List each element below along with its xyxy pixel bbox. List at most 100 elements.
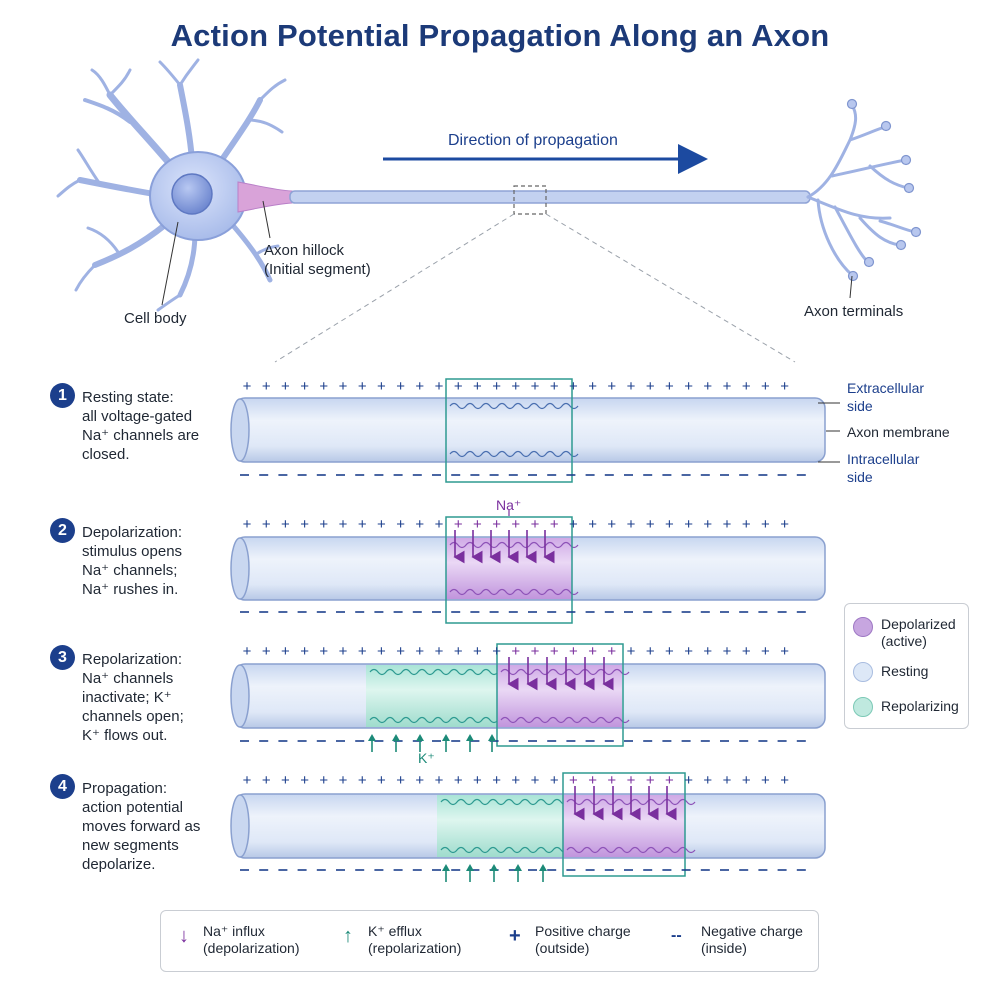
k-efflux-arrow bbox=[442, 734, 450, 752]
positive-charge-sublabel: (outside) bbox=[535, 940, 590, 956]
membrane-wave bbox=[566, 846, 696, 854]
key-legend: ↓ Na⁺ influx (depolarization) ↑ K⁺ efflu… bbox=[160, 910, 819, 972]
zoom-box bbox=[513, 185, 547, 215]
k-efflux-arrow bbox=[416, 734, 424, 752]
terminal-boutons bbox=[846, 98, 922, 282]
positive-charge: + bbox=[569, 772, 578, 789]
positive-charge: + bbox=[531, 772, 540, 789]
na-influx-sublabel: (depolarization) bbox=[203, 940, 300, 956]
positive-charge: + bbox=[742, 516, 751, 533]
step-line: new segments bbox=[82, 837, 179, 854]
positive-charge: + bbox=[319, 772, 328, 789]
positive-charge: + bbox=[243, 516, 252, 533]
positive-charge: + bbox=[243, 772, 252, 789]
step-line: inactivate; K⁺ bbox=[82, 689, 172, 706]
positive-charge: + bbox=[723, 643, 732, 660]
positive-charge: + bbox=[492, 378, 501, 395]
negative-charge-icon: -- bbox=[671, 927, 682, 944]
axon-membrane-label: Axon membrane bbox=[847, 424, 950, 440]
positive-charge: + bbox=[569, 378, 578, 395]
positive-charge: + bbox=[243, 378, 252, 395]
membrane-wave bbox=[449, 402, 579, 410]
terminals-pointer bbox=[849, 275, 853, 299]
step-line: K⁺ flows out. bbox=[82, 727, 168, 744]
hillock-pointer bbox=[262, 200, 271, 239]
step-line: Na⁺ rushes in. bbox=[82, 581, 179, 598]
intracellular-label: Intracellular bbox=[847, 451, 920, 467]
positive-charge: + bbox=[454, 378, 463, 395]
axon-segment-row-3: +++++++++++++++++++++++++++++ bbox=[230, 643, 826, 752]
negative-charge-label: Negative charge bbox=[701, 923, 803, 939]
positive-charge: + bbox=[262, 772, 271, 789]
axon-tube-end bbox=[230, 398, 250, 462]
positive-charge: + bbox=[761, 643, 770, 660]
positive-charge: + bbox=[281, 516, 290, 533]
positive-charge: + bbox=[780, 516, 789, 533]
positive-charge: + bbox=[377, 643, 386, 660]
k-efflux-arrow bbox=[442, 864, 450, 882]
positive-charge: + bbox=[588, 643, 597, 660]
na-ion-label: Na⁺ bbox=[496, 497, 522, 513]
positive-charge: + bbox=[665, 378, 674, 395]
step-line: action potential bbox=[82, 799, 183, 816]
positive-charge: + bbox=[435, 772, 444, 789]
positive-charge: + bbox=[473, 378, 482, 395]
positive-charge: + bbox=[396, 378, 405, 395]
positive-charge: + bbox=[550, 643, 559, 660]
k-efflux-label: K⁺ efflux bbox=[368, 923, 422, 939]
axon bbox=[289, 190, 811, 204]
positive-charge: + bbox=[454, 643, 463, 660]
positive-charge: + bbox=[588, 772, 597, 789]
positive-charge: + bbox=[703, 643, 712, 660]
positive-charge: + bbox=[358, 643, 367, 660]
positive-charge: + bbox=[511, 772, 520, 789]
repolarizing-zone bbox=[366, 665, 497, 727]
positive-charge: + bbox=[377, 516, 386, 533]
na-influx-icon: ↓ bbox=[179, 925, 189, 947]
step-line: closed. bbox=[82, 446, 130, 463]
diagram-title: Action Potential Propagation Along an Ax… bbox=[170, 18, 830, 53]
positive-charge: + bbox=[300, 772, 309, 789]
positive-charge: + bbox=[665, 643, 674, 660]
depolarized-sublabel: (active) bbox=[881, 633, 927, 649]
step-line: Repolarization: bbox=[82, 651, 183, 668]
step-line: Na⁺ channels; bbox=[82, 562, 178, 579]
positive-charge: + bbox=[607, 516, 616, 533]
highlight-box bbox=[496, 643, 624, 747]
positive-charge: + bbox=[761, 772, 770, 789]
positive-charge: + bbox=[531, 378, 540, 395]
membrane-wave bbox=[369, 668, 499, 676]
positive-charge: + bbox=[607, 643, 616, 660]
positive-charge: + bbox=[473, 643, 482, 660]
positive-charge: + bbox=[358, 772, 367, 789]
positive-charge: + bbox=[588, 378, 597, 395]
step-number: 3 bbox=[50, 645, 75, 670]
positive-charge: + bbox=[492, 516, 501, 533]
k-efflux-arrow bbox=[539, 864, 547, 882]
positive-charge: + bbox=[723, 378, 732, 395]
k-efflux-arrow bbox=[488, 734, 496, 752]
membrane-wave bbox=[500, 716, 630, 724]
hillock-sublabel: (Initial segment) bbox=[264, 261, 371, 278]
positive-charge: + bbox=[780, 643, 789, 660]
positive-charge: + bbox=[723, 516, 732, 533]
positive-charge: + bbox=[281, 772, 290, 789]
membrane-wave bbox=[440, 846, 570, 854]
positive-charge: + bbox=[396, 772, 405, 789]
membrane-pointers bbox=[818, 402, 840, 463]
step-line: channels open; bbox=[82, 708, 184, 725]
positive-charge: + bbox=[319, 516, 328, 533]
positive-charge: + bbox=[627, 772, 636, 789]
positive-charge: + bbox=[780, 772, 789, 789]
positive-charge: + bbox=[319, 378, 328, 395]
positive-charge: + bbox=[742, 643, 751, 660]
depolarized-swatch bbox=[853, 617, 873, 637]
step-line: all voltage-gated bbox=[82, 408, 193, 425]
positive-charge: + bbox=[300, 643, 309, 660]
axon-segments: + + + + + + + + + + + + + + + + + + + + + + + + + + + + + + + + + + + + + + + +… bbox=[230, 378, 826, 882]
positive-charge: + bbox=[742, 378, 751, 395]
step-number: 2 bbox=[50, 518, 75, 543]
positive-charge: + bbox=[684, 378, 693, 395]
positive-charge: + bbox=[646, 516, 655, 533]
